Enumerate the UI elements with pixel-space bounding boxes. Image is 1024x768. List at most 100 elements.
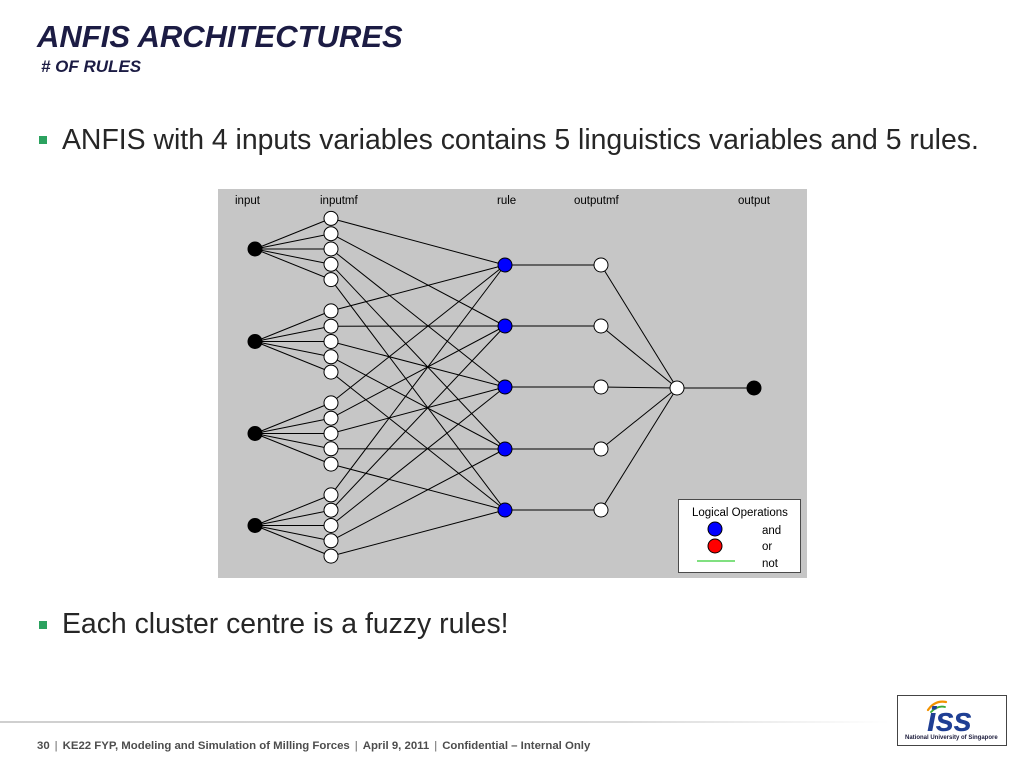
aggregation-node bbox=[669, 380, 685, 396]
input-node-2 bbox=[247, 334, 263, 349]
mf-3-5-to-rule-5-link bbox=[330, 463, 506, 511]
inputmf-node-3-3 bbox=[323, 426, 339, 441]
legend-not-label: not bbox=[762, 558, 779, 570]
legend-and-circle-icon bbox=[707, 521, 723, 537]
inputmf-node-1-4 bbox=[323, 256, 339, 272]
mf-1-4-to-rule-4-link bbox=[330, 263, 506, 450]
outputmf-node-3 bbox=[593, 379, 609, 395]
mf-2-3-to-rule-3-link bbox=[330, 341, 506, 388]
inputmf-node-4-4 bbox=[323, 533, 339, 549]
outputmf-2-to-aggregation-link bbox=[600, 325, 678, 389]
input-3-to-mf-1-link bbox=[254, 402, 332, 434]
input-node-4 bbox=[247, 518, 263, 533]
legend: Logical Operations and or not bbox=[678, 499, 801, 573]
inputmf-node-3-5 bbox=[323, 456, 339, 472]
input-1-to-mf-2-link bbox=[254, 233, 332, 250]
legend-title: Logical Operations bbox=[692, 507, 788, 519]
input-4-to-mf-1-link bbox=[254, 494, 332, 526]
inputmf-node-1-5 bbox=[323, 272, 339, 288]
legend-box bbox=[678, 499, 801, 573]
logo-wordmark: iss bbox=[927, 701, 972, 739]
mf-1-3-to-rule-3-link bbox=[330, 248, 506, 388]
footer-separator: | bbox=[434, 740, 438, 752]
page-number: 30 bbox=[37, 740, 50, 752]
footer-separator: | bbox=[54, 740, 58, 752]
input-2-to-mf-2-link bbox=[254, 325, 332, 342]
mf-4-1-to-rule-1-link bbox=[330, 264, 506, 496]
inputmf-node-3-4 bbox=[323, 441, 339, 457]
mf-1-2-to-rule-2-link bbox=[330, 233, 506, 327]
outputmf-5-to-aggregation-link bbox=[600, 387, 678, 511]
rule-node-2 bbox=[497, 318, 513, 334]
presentation-title: KE22 FYP, Modeling and Simulation of Mil… bbox=[62, 740, 350, 752]
input-1-to-mf-5-link bbox=[254, 248, 332, 281]
inputmf-node-2-1 bbox=[323, 303, 339, 319]
inputmf-node-4-1 bbox=[323, 487, 339, 503]
rule-node-3 bbox=[497, 379, 513, 395]
footer-separator: | bbox=[354, 740, 358, 752]
output-node bbox=[746, 380, 762, 396]
outputmf-node-1 bbox=[593, 257, 609, 273]
connection-lines bbox=[254, 217, 754, 557]
input-node-3 bbox=[247, 426, 263, 441]
mf-3-2-to-rule-2-link bbox=[330, 325, 506, 419]
mf-4-4-to-rule-4-link bbox=[330, 448, 506, 542]
layer-label-rule: rule bbox=[497, 195, 516, 207]
inputmf-node-1-2 bbox=[323, 226, 339, 242]
outputmf-1-to-aggregation-link bbox=[600, 264, 678, 389]
mf-2-5-to-rule-5-link bbox=[330, 371, 506, 511]
bullet-text: Each cluster centre is a fuzzy rules! bbox=[62, 608, 509, 640]
input-2-to-mf-1-link bbox=[254, 310, 332, 342]
inputmf-node-2-2 bbox=[323, 318, 339, 334]
inputmf-node-1-1 bbox=[323, 210, 339, 226]
outputmf-node-2 bbox=[593, 318, 609, 334]
inputmf-node-3-2 bbox=[323, 410, 339, 426]
mf-2-4-to-rule-4-link bbox=[330, 356, 506, 450]
input-1-to-mf-4-link bbox=[254, 248, 332, 265]
input-4-to-mf-5-link bbox=[254, 525, 332, 557]
layer-labels: input inputmf rule outputmf output bbox=[235, 195, 771, 207]
input-2-to-mf-5-link bbox=[254, 341, 332, 373]
inputmf-node-2-4 bbox=[323, 349, 339, 365]
legend-or-label: or bbox=[762, 541, 772, 553]
input-2-to-mf-4-link bbox=[254, 341, 332, 358]
legend-and-label: and bbox=[762, 525, 781, 537]
inputmf-node-2-3 bbox=[323, 334, 339, 349]
input-4-to-mf-2-link bbox=[254, 509, 332, 526]
layer-label-inputmf: inputmf bbox=[320, 195, 359, 207]
rule-node-4 bbox=[497, 441, 513, 457]
input-3-to-mf-4-link bbox=[254, 433, 332, 450]
layer-label-output: output bbox=[738, 195, 771, 207]
mf-1-1-to-rule-1-link bbox=[330, 217, 506, 266]
mf-4-5-to-rule-5-link bbox=[330, 509, 506, 557]
inputmf-node-4-5 bbox=[323, 548, 339, 564]
bullet-square-icon bbox=[39, 136, 47, 144]
presentation-date: April 9, 2011 bbox=[362, 740, 430, 752]
network-nodes bbox=[247, 210, 762, 564]
inputmf-node-2-5 bbox=[323, 364, 339, 380]
confidentiality-notice: Confidential – Internal Only bbox=[442, 740, 591, 752]
mf-3-3-to-rule-3-link bbox=[330, 386, 506, 434]
input-4-to-mf-4-link bbox=[254, 525, 332, 542]
slide-subtitle: # OF RULES bbox=[41, 57, 142, 76]
mf-4-2-to-rule-2-link bbox=[330, 325, 506, 511]
inputmf-node-1-3 bbox=[323, 241, 339, 257]
outputmf-node-5 bbox=[593, 502, 609, 518]
rule-node-1 bbox=[497, 257, 513, 273]
layer-label-input: input bbox=[235, 195, 261, 207]
slide-title: ANFIS ARCHITECTURES bbox=[37, 19, 403, 54]
input-node-1 bbox=[247, 241, 263, 257]
mf-3-1-to-rule-1-link bbox=[330, 264, 506, 404]
bullet-square-icon bbox=[39, 621, 47, 629]
outputmf-node-4 bbox=[593, 441, 609, 457]
input-3-to-mf-5-link bbox=[254, 433, 332, 465]
input-1-to-mf-1-link bbox=[254, 217, 332, 250]
footer-divider bbox=[0, 721, 890, 723]
input-3-to-mf-2-link bbox=[254, 417, 332, 434]
layer-label-outputmf: outputmf bbox=[574, 195, 620, 207]
mf-4-3-to-rule-3-link bbox=[330, 386, 506, 526]
mf-2-1-to-rule-1-link bbox=[330, 264, 506, 312]
rule-node-5 bbox=[497, 502, 513, 518]
inputmf-node-4-3 bbox=[323, 518, 339, 533]
logo-swoosh-icon bbox=[926, 700, 948, 713]
